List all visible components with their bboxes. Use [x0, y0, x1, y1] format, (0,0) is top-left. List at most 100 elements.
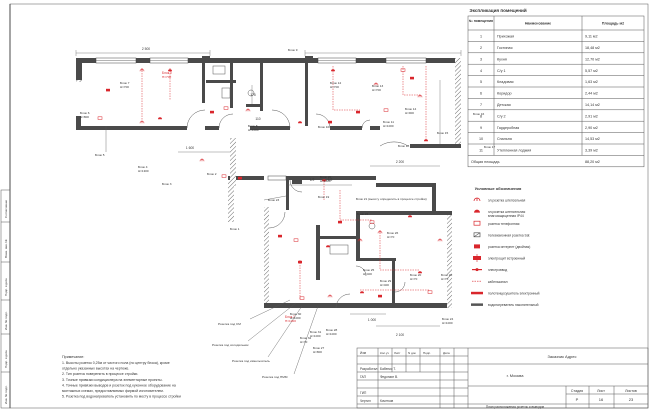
block-label-text: Блок 15: [437, 131, 448, 135]
legend-text: кабельканал: [488, 280, 508, 284]
title-row-label: ГАП: [360, 375, 367, 379]
schedule-cell: 8: [480, 114, 482, 118]
block-label: Блок 24H=1000: [442, 317, 453, 325]
schedule-cell: 9: [480, 126, 482, 130]
schedule-title: Экспликация помещений: [469, 7, 527, 13]
block-label: Блок 19: [318, 195, 329, 199]
binding-strip-label: Взам. инв. №: [4, 239, 8, 258]
schedule-total-value: 88,20 м2: [585, 160, 600, 164]
schedule-cell: 10: [479, 137, 483, 141]
block-label: Блок 28H=1000: [326, 328, 337, 336]
block-label-text: Блок 26: [387, 231, 398, 235]
door-swings: [186, 109, 409, 309]
dimension-text: 1/2: [310, 178, 315, 182]
socket-ip-icon: [474, 209, 480, 213]
title-col-label: N док: [408, 351, 416, 355]
schedule-cell: 2,44 м2: [585, 92, 598, 96]
socket-icon: [356, 110, 360, 114]
legend-item: кабельканал: [472, 280, 508, 284]
flush-icon: [473, 254, 481, 262]
socket-icon: [418, 271, 422, 274]
location-field: г. Москва: [507, 373, 525, 378]
legend-item: розетка телефонная: [473, 220, 520, 226]
legend-item: электрощит встроенный: [473, 254, 525, 262]
legend-text: розетка интернет (двойная): [488, 245, 530, 249]
block-label: Розетка под СМ: [218, 322, 241, 326]
block-label: Блок 5: [95, 153, 105, 157]
block-label-text: Блок 25: [363, 268, 374, 272]
schedule-cell: 9,11 м2: [585, 35, 598, 39]
block-label: Блок 9: [288, 48, 298, 52]
block-label: Блок 15: [437, 131, 448, 135]
windows: [95, 57, 427, 181]
socket-icon: [360, 291, 364, 294]
schedule-cell: Кухня: [497, 57, 507, 61]
block-label: Блок 31H=1000: [310, 330, 321, 338]
block-label: Блок 30H=1000: [290, 312, 301, 320]
title-col-label: Подп.: [423, 351, 431, 355]
note-line: 2. Тип розеток поверенить в процессе стр…: [62, 372, 138, 376]
block-label-text: Розетка под измельчитель: [232, 359, 270, 363]
title-row-label: ГИП: [360, 391, 367, 395]
socket-icon: [139, 120, 145, 124]
block-label: Блок 20H=70: [410, 273, 421, 281]
schedule-cell: 1,63 м2: [585, 80, 598, 84]
title-name: Бабенко Т.: [380, 367, 396, 371]
block-label: Блок 20H=70: [441, 273, 452, 281]
block-label-text: Блок 22: [357, 212, 368, 216]
block-label: Блок 16: [473, 112, 484, 116]
red-block-label-height: H=700: [162, 75, 171, 79]
socket-icon: [328, 120, 332, 124]
socket-icon: [238, 176, 242, 180]
legend-item: эл.розетка штепсельная: [473, 197, 525, 203]
socket-icon: [357, 238, 363, 242]
block-label-text: Блок 14: [405, 107, 416, 111]
socket-icon: [408, 215, 412, 218]
schedule-cell: Детская: [497, 103, 511, 107]
note-line: 3. Точные привязки кондиционера на элеме…: [62, 378, 163, 382]
block-label-text: Блок 8: [248, 124, 258, 128]
block-label-height: H=70: [300, 340, 308, 344]
block-label-text: Блок 30: [290, 312, 301, 316]
title-name: Кочетков: [380, 399, 394, 403]
dimension-lines: [75, 50, 462, 327]
schedule-total-label: Общая площадь: [471, 160, 500, 164]
block-label: Блок 25H=400: [363, 268, 374, 276]
block-label-height: H=70: [387, 235, 395, 239]
block-label-text: Блок 20: [441, 273, 452, 277]
socket-icon: [373, 82, 379, 86]
stage-header: Стадия: [571, 389, 583, 393]
block-label-text: Блок 16: [473, 112, 484, 116]
net-icon: [474, 244, 480, 249]
block-label-height: H=400: [363, 272, 372, 276]
block-label-text: Розетка под ПММ: [262, 375, 288, 379]
schedule-cell: Гостиная: [497, 46, 512, 50]
schedule-cell: С/у 1: [497, 69, 506, 73]
phone-icon: [473, 220, 481, 226]
dimension-text: 1 600: [186, 146, 194, 150]
sheet-frame: [9, 3, 649, 409]
title-row-label: Чертил: [360, 399, 371, 403]
schedule-cell: Утепленная лоджия: [497, 149, 531, 153]
red-block-label-height: H=1000: [285, 319, 296, 323]
schedule-cell: Прихожая: [497, 35, 514, 39]
schedule-cell: 12,70 м2: [585, 57, 600, 61]
legend-text: электроввод: [488, 268, 507, 272]
socket-icon: [400, 68, 406, 72]
block-label: Блок 12H=700: [330, 81, 341, 89]
schedule-cell: Кладовая: [497, 80, 514, 84]
block-label-height: H=800: [80, 115, 89, 119]
socket-icon: [424, 139, 428, 142]
binding-strip-label: Подп. и дата: [4, 350, 8, 368]
binding-strip-label: Инв. № подл.: [4, 385, 8, 404]
block-label: Розетка под ПММ: [262, 375, 288, 379]
socket-icon: [338, 220, 342, 224]
schedule-cell: 3: [480, 57, 482, 61]
dimension-text: 1 000: [368, 318, 376, 322]
block-label: Блок 3: [162, 182, 172, 186]
socket-icon: [378, 294, 382, 298]
red-block-label: Блок 7H=1000: [285, 315, 296, 323]
schedule-cell: 6: [480, 92, 482, 96]
block-label-height: H=700: [120, 85, 129, 89]
